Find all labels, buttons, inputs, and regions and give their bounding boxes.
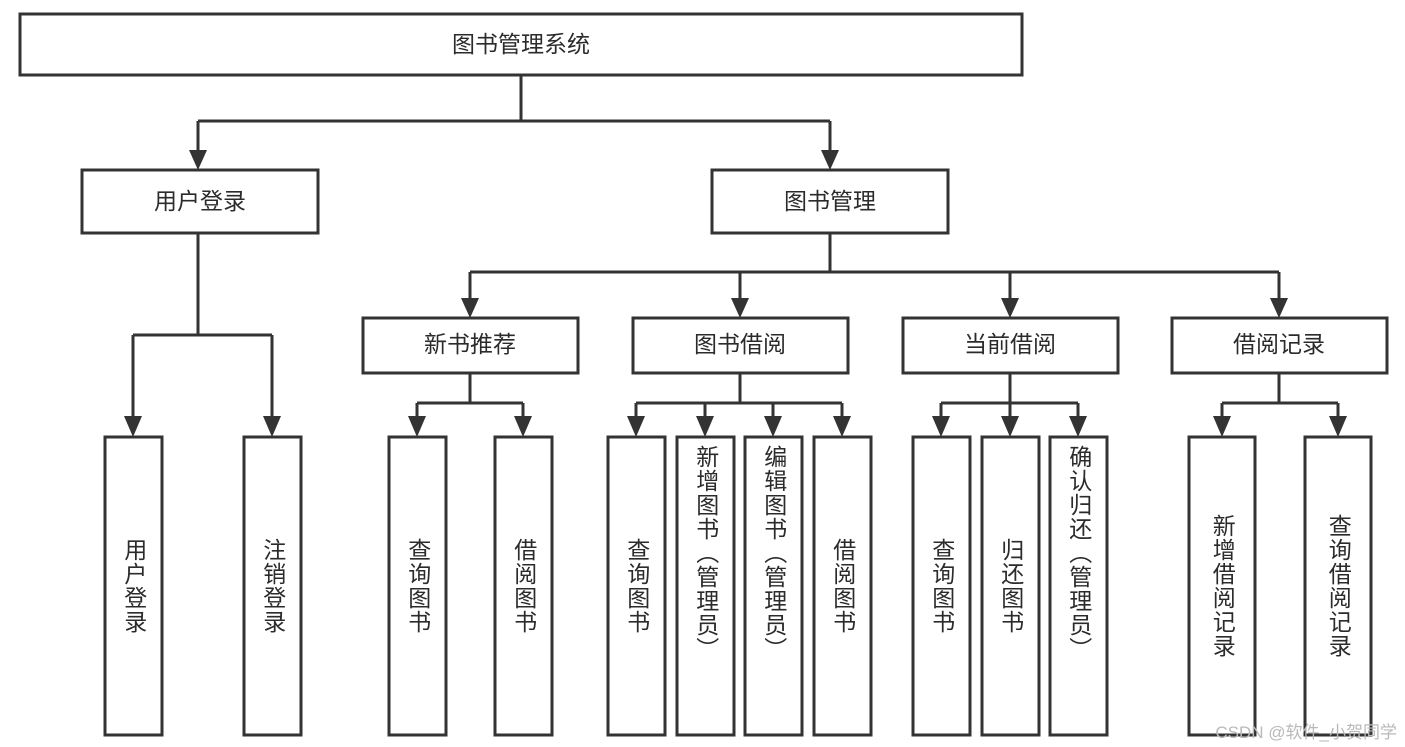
node-box-book-borrow[interactable]	[631, 316, 850, 375]
node-box-leaf-book-borrow-3[interactable]	[743, 435, 804, 737]
arrow-bookborrow-leaf-3	[764, 416, 782, 437]
node-box-user-login[interactable]	[80, 168, 320, 235]
node-box-borrow-record[interactable]	[1170, 316, 1389, 375]
node-box-leaf-current-borrow-2[interactable]	[980, 435, 1041, 737]
arrow-bookborrow-leaf-2	[696, 416, 714, 437]
arrow-currentborrow-leaf-2	[1001, 416, 1019, 437]
arrow-login-leaf-2	[263, 416, 281, 437]
connector-group-borrow-record	[1213, 373, 1347, 437]
arrow-root-to-bookmgmt	[821, 150, 839, 170]
node-box-leaf-book-borrow-4[interactable]	[812, 435, 873, 737]
node-box-book-management[interactable]	[710, 168, 950, 235]
node-box-leaf-user-login-1[interactable]	[103, 435, 164, 737]
arrow-newbook-leaf-2	[514, 416, 532, 437]
arrow-login-leaf-1	[124, 416, 142, 437]
node-box-leaf-book-borrow-1[interactable]	[606, 435, 667, 737]
arrow-newbook-leaf-1	[408, 416, 426, 437]
arrow-borrowrecord-leaf-1	[1213, 416, 1231, 437]
arrow-bookmgmt-to-borrow	[731, 298, 749, 318]
arrow-currentborrow-leaf-1	[932, 416, 950, 437]
node-label-book-management: 图书管理	[784, 188, 876, 214]
arrow-currentborrow-leaf-3	[1069, 416, 1087, 437]
node-box-leaf-borrow-record-1[interactable]	[1187, 435, 1257, 737]
arrow-root-to-login	[189, 150, 207, 170]
node-label-current-borrow: 当前借阅	[964, 331, 1056, 357]
node-box-new-book-recommend[interactable]	[361, 316, 580, 375]
arrow-bookmgmt-to-record	[1270, 298, 1288, 318]
node-box-leaf-current-borrow-1[interactable]	[911, 435, 972, 737]
node-box-leaf-current-borrow-3[interactable]	[1048, 435, 1109, 737]
node-label-borrow-record: 借阅记录	[1233, 331, 1325, 357]
node-label-root: 图书管理系统	[452, 31, 590, 57]
connector-group-book-borrow	[627, 373, 851, 437]
arrow-bookmgmt-to-new	[461, 298, 479, 318]
connector-group-current-borrow	[932, 373, 1087, 437]
connector-group-user-login	[124, 233, 281, 437]
csdn-watermark: CSDN @软件_小贺同学	[1215, 723, 1397, 742]
node-box-root[interactable]	[18, 12, 1024, 77]
arrow-borrowrecord-leaf-2	[1329, 416, 1347, 437]
node-box-leaf-new-book-2[interactable]	[493, 435, 554, 737]
node-box-current-borrow[interactable]	[901, 316, 1120, 375]
node-box-leaf-book-borrow-2[interactable]	[675, 435, 736, 737]
node-label-new-book-recommend: 新书推荐	[424, 331, 516, 357]
connector-group-root	[189, 75, 839, 170]
node-box-leaf-user-login-2[interactable]	[242, 435, 303, 737]
node-box-leaf-new-book-1[interactable]	[387, 435, 448, 737]
node-label-user-login: 用户登录	[154, 188, 246, 214]
node-box-leaf-borrow-record-2[interactable]	[1303, 435, 1373, 737]
arrow-bookborrow-leaf-1	[627, 416, 645, 437]
connector-group-new-book	[408, 373, 532, 437]
arrow-bookmgmt-to-current	[1001, 298, 1019, 318]
node-label-book-borrow: 图书借阅	[694, 331, 786, 357]
connector-group-book-mgmt	[461, 233, 1288, 318]
arrow-bookborrow-leaf-4	[833, 416, 851, 437]
